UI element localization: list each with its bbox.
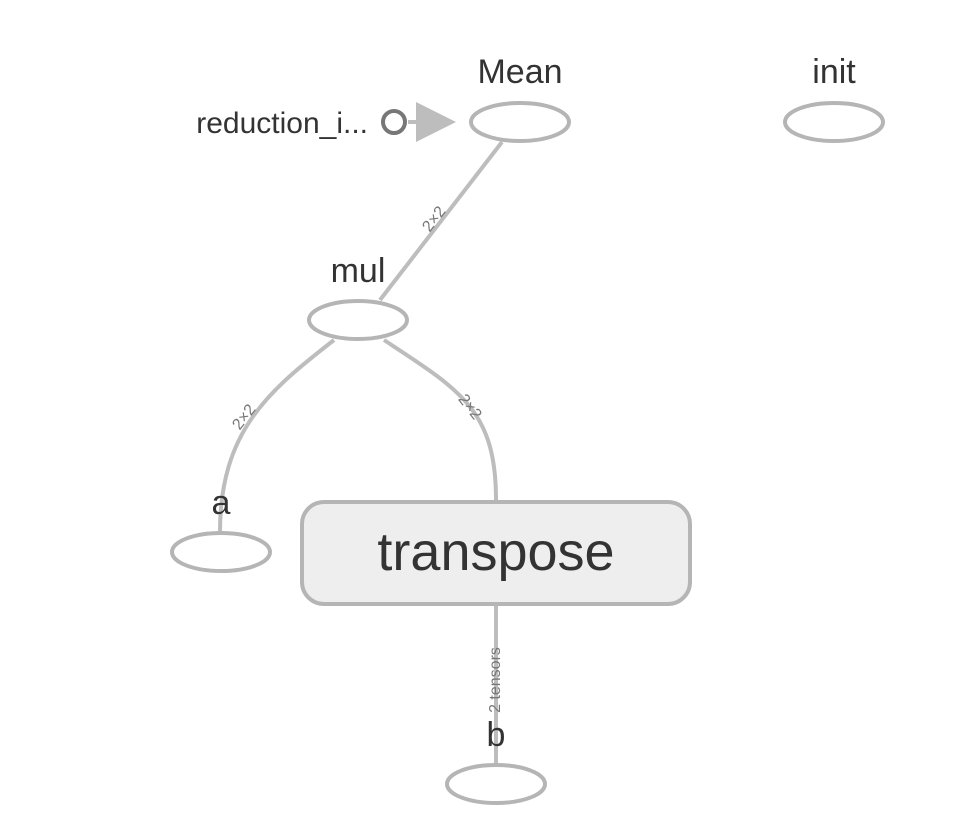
- node-a-shape[interactable]: [170, 531, 272, 573]
- node-transpose-shape[interactable]: [300, 500, 692, 606]
- edge-mul-to-mean[interactable]: [378, 140, 504, 302]
- edge-a-to-mul[interactable]: [218, 338, 336, 533]
- node-init-label: init: [812, 53, 856, 91]
- node-init[interactable]: init: [783, 53, 885, 143]
- node-mul[interactable]: mul: [307, 252, 409, 341]
- edge-label-mul-to-mean: 2×2: [419, 203, 449, 235]
- node-b[interactable]: b: [445, 716, 547, 805]
- edge-label-a-to-mul: 2×2: [229, 401, 259, 433]
- edge-label-b-to-transpose: 2 tensors: [487, 647, 504, 713]
- node-a[interactable]: a: [170, 484, 272, 573]
- node-transpose[interactable]: transpose: [300, 500, 692, 606]
- node-reduction-constant-icon[interactable]: [381, 109, 407, 135]
- node-mul-shape[interactable]: [307, 299, 409, 341]
- node-init-shape[interactable]: [783, 101, 885, 143]
- node-mean[interactable]: Mean: [469, 53, 571, 143]
- node-mul-label: mul: [331, 252, 386, 290]
- edges: 2×2 2×2 2×2 2 tensors: [218, 102, 504, 764]
- node-mean-label: Mean: [477, 53, 562, 91]
- node-b-label: b: [487, 716, 506, 754]
- node-a-label: a: [212, 484, 231, 522]
- node-b-shape[interactable]: [445, 763, 547, 805]
- node-transpose-label: transpose: [377, 522, 614, 582]
- node-reduction-label: reduction_i...: [196, 107, 368, 140]
- node-mean-shape[interactable]: [469, 101, 571, 143]
- node-reduction[interactable]: reduction_i...: [196, 107, 407, 140]
- edge-transpose-to-mul[interactable]: [382, 338, 498, 501]
